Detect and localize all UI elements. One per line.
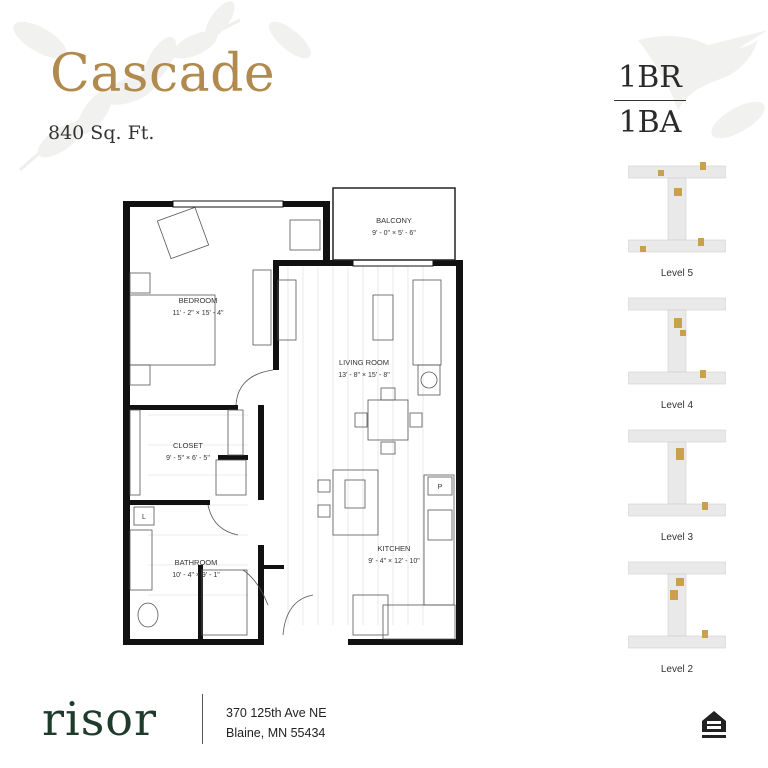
dining-table bbox=[367, 399, 409, 441]
kitchen-dimensions: 9' - 4" × 12' - 10" bbox=[368, 558, 420, 565]
living-room-dimensions: 13' - 8" × 15' - 8" bbox=[338, 372, 390, 379]
closet-door-swing bbox=[242, 569, 269, 606]
level-2-keyplan: Level 2 bbox=[622, 554, 732, 686]
closet-sliding-door bbox=[215, 459, 247, 496]
closet-dimensions: 9' - 5" × 6' - 5" bbox=[166, 455, 210, 462]
plan-title: Cascade bbox=[50, 44, 276, 104]
closet-shelf-left bbox=[129, 409, 141, 496]
wall-closet-right bbox=[258, 405, 264, 500]
level-5-keyplan: Level 5 bbox=[622, 158, 732, 290]
wall-left bbox=[123, 201, 130, 645]
level-2-building-icon bbox=[628, 561, 726, 649]
toilet bbox=[137, 602, 159, 628]
dining-chair-top bbox=[380, 387, 396, 401]
level-keyplans: Level 5 Level 4 Level 3 bbox=[622, 158, 732, 686]
pantry-mark: P bbox=[438, 484, 443, 491]
kitchen-island bbox=[332, 469, 379, 536]
stove bbox=[427, 509, 453, 541]
laundry-box bbox=[133, 506, 155, 526]
level-3-building-icon bbox=[628, 429, 726, 517]
wall-entry-stub bbox=[264, 565, 284, 569]
bedroom-door-swing bbox=[235, 369, 274, 406]
square-footage: 840 Sq. Ft. bbox=[48, 122, 155, 144]
footer-divider bbox=[202, 694, 203, 744]
wall-balcony-left bbox=[323, 201, 330, 266]
level-2-label: Level 2 bbox=[660, 664, 694, 675]
bed-bath-summary: 1BR 1BA bbox=[610, 58, 690, 143]
nightstand-top bbox=[129, 272, 151, 294]
laundry-mark: L bbox=[142, 514, 146, 521]
coffee-table bbox=[372, 294, 394, 341]
address-line-2: Blaine, MN 55434 bbox=[226, 726, 326, 740]
dining-chair-left bbox=[354, 412, 368, 428]
risor-logo: risor bbox=[42, 692, 157, 746]
wall-bath-top bbox=[130, 500, 210, 505]
bedroom-dimensions: 11' - 2" × 15' - 4" bbox=[173, 310, 224, 317]
hummingbird-decoration-icon bbox=[638, 30, 768, 139]
address-line-1: 370 125th Ave NE bbox=[226, 706, 327, 720]
balcony-outline bbox=[332, 187, 456, 261]
wall-right bbox=[456, 260, 463, 645]
bed bbox=[129, 294, 216, 366]
living-window bbox=[352, 259, 434, 267]
nightstand-bottom bbox=[129, 364, 151, 386]
level-3-keyplan: Level 3 bbox=[622, 422, 732, 554]
floor-plan: BALCONY 9' - 0" × 5' - 6" BEDROOM 11' - … bbox=[123, 187, 463, 645]
leaf-decoration-icon bbox=[13, 1, 311, 172]
fireplace-dial bbox=[420, 371, 438, 389]
kitchen-label: KITCHEN bbox=[378, 544, 411, 553]
level-4-label: Level 4 bbox=[660, 400, 694, 411]
address-block: 370 125th Ave NE Blaine, MN 55434 bbox=[226, 703, 327, 743]
fireplace bbox=[417, 364, 441, 396]
dining-chair-right bbox=[409, 412, 423, 428]
bath-door-swing bbox=[207, 504, 239, 536]
closet-shelf-right bbox=[227, 409, 244, 456]
equal-housing-icon bbox=[702, 711, 726, 738]
wall-bottom-left bbox=[123, 639, 263, 645]
level-4-building-icon bbox=[628, 297, 726, 385]
level-5-label: Level 5 bbox=[660, 268, 694, 279]
bath-vanity bbox=[129, 529, 153, 591]
wall-bath-right bbox=[258, 545, 264, 645]
wall-bottom-right bbox=[348, 639, 463, 645]
entry-door-swing bbox=[282, 594, 314, 636]
bedroom-count: 1BR bbox=[618, 60, 682, 95]
bar-stool-2 bbox=[317, 504, 331, 518]
bar-stool-1 bbox=[317, 479, 331, 493]
entry-armchair bbox=[352, 594, 389, 636]
bathroom-dimensions: 10' - 4" × 9' - 1" bbox=[172, 572, 220, 579]
bed-bath-divider bbox=[614, 100, 686, 101]
wall-bath-inner bbox=[198, 565, 203, 645]
level-3-label: Level 3 bbox=[660, 532, 694, 543]
bedroom-armchair bbox=[156, 206, 210, 260]
pantry-box bbox=[427, 476, 453, 496]
bathroom-label: BATHROOM bbox=[175, 558, 218, 567]
sofa bbox=[412, 279, 442, 366]
closet-label: CLOSET bbox=[173, 441, 203, 450]
kitchen-counter-bottom bbox=[382, 604, 456, 640]
wall-closet-top bbox=[130, 405, 238, 410]
balcony-dimensions: 9' - 0" × 5' - 6" bbox=[372, 230, 416, 237]
dresser bbox=[252, 269, 272, 346]
shower bbox=[201, 569, 248, 636]
level-5-building-icon bbox=[628, 162, 726, 253]
dining-chair-bottom bbox=[380, 441, 396, 455]
wall-bedroom-right bbox=[273, 260, 279, 370]
living-room-label: LIVING ROOM bbox=[339, 358, 389, 367]
bedroom-window bbox=[172, 200, 284, 208]
wall-hall-stub bbox=[218, 455, 248, 460]
bathroom-count: 1BA bbox=[618, 105, 682, 140]
balcony-chair bbox=[289, 219, 321, 251]
bedroom-label: BEDROOM bbox=[179, 296, 218, 305]
balcony-label: BALCONY bbox=[376, 216, 412, 225]
level-4-keyplan: Level 4 bbox=[622, 290, 732, 422]
tv-console bbox=[277, 279, 297, 341]
kitchen-sink bbox=[344, 479, 366, 509]
